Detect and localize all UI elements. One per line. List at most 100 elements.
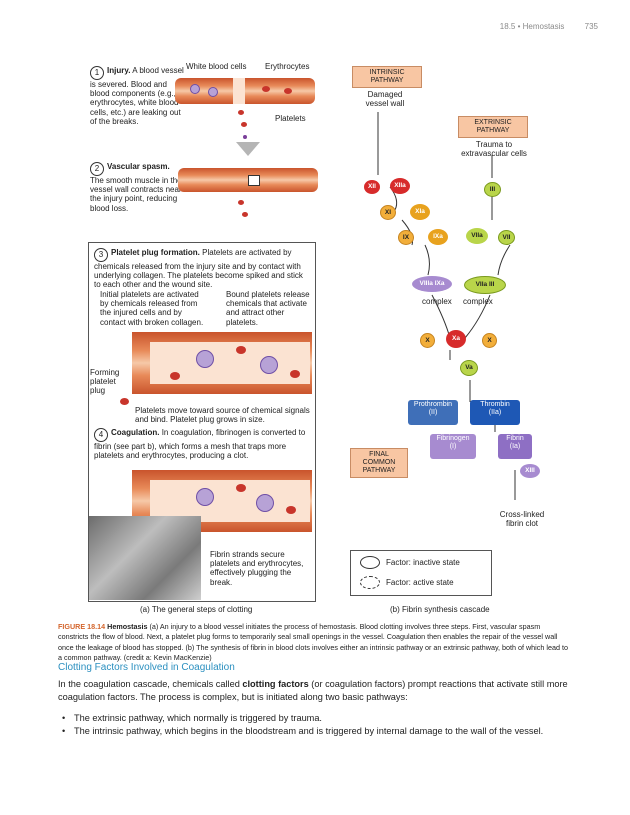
running-header: 18.5 • Hemostasis 735: [500, 22, 598, 31]
step1-number: 1: [90, 66, 104, 80]
label-part-b: (b) Fibrin synthesis cascade: [390, 605, 490, 614]
legend-active: Factor: active state: [386, 578, 454, 587]
platelet-leaking: [243, 135, 247, 139]
erythrocyte: [236, 346, 246, 354]
figure-caption: FIGURE 18.14 Hemostasis (a) An injury to…: [58, 622, 568, 664]
step2-number: 2: [90, 162, 104, 176]
erythrocyte: [238, 200, 244, 205]
erythrocyte: [284, 88, 292, 94]
bound-platelets-text: Bound platelets release chemicals that a…: [226, 290, 310, 327]
factor-viia-iii-complex: VIIa III: [464, 276, 506, 294]
white-blood-cell: [256, 494, 274, 512]
complex-label-2: complex: [463, 297, 493, 306]
final-common-pathway-label: FINAL COMMON PATHWAY: [350, 448, 408, 479]
erythrocyte-leaking: [238, 110, 244, 115]
bullet-item: The intrinsic pathway, which begins in t…: [58, 725, 578, 739]
factor-vii: VII: [498, 230, 515, 245]
fibrin-sub: (Ia): [509, 443, 521, 451]
label-erythrocytes: Erythrocytes: [265, 62, 310, 71]
intrinsic-pathway-label: INTRINSIC PATHWAY: [352, 66, 422, 89]
thrombin-label: Thrombin: [480, 401, 510, 408]
detail-box: [88, 242, 316, 602]
erythrocyte: [242, 212, 248, 217]
step4-body: In coagulation, fibrinogen is converted …: [94, 428, 306, 461]
prothrombin-label: Prothrombin: [413, 401, 453, 408]
fibrin-strands-text: Fibrin strands secure platelets and eryt…: [210, 550, 304, 587]
step4-title: Coagulation.: [111, 428, 160, 437]
erythrocyte-leaking: [241, 122, 247, 127]
trauma-text: Trauma to extravascular cells: [461, 140, 527, 159]
step3-title: Platelet plug formation.: [111, 248, 200, 257]
fibrin-label: Fibrin: [506, 435, 524, 442]
header-section: 18.5 • Hemostasis: [499, 22, 565, 31]
step1-body: A blood vessel is severed. Blood and blo…: [90, 66, 184, 126]
erythrocyte: [286, 506, 296, 514]
step3-number: 3: [94, 248, 108, 262]
forming-plug-label: Forming platelet plug: [90, 368, 120, 396]
white-blood-cell: [208, 87, 218, 97]
step2-title: Vascular spasm.: [107, 162, 170, 171]
figure-number: FIGURE 18.14: [58, 622, 106, 631]
paragraph-after: (or coagulation factors) prompt reaction…: [58, 679, 568, 703]
fibrinogen-sub: (I): [449, 443, 457, 451]
legend-box: [350, 550, 492, 596]
label-part-a: (a) The general steps of clotting: [140, 605, 253, 614]
white-blood-cell: [260, 356, 278, 374]
factor-x-right: X: [482, 333, 497, 348]
bullet-list: The extrinsic pathway, which normally is…: [58, 712, 578, 739]
micrograph-image: [89, 516, 201, 600]
platelets-move-text: Platelets move toward source of chemical…: [135, 406, 310, 425]
fibrinogen-box: Fibrinogen (I): [430, 434, 476, 459]
prothrombin-box: Prothrombin (II): [408, 400, 458, 425]
figure-title: Hemostasis: [107, 622, 148, 631]
initial-platelets-text: Initial platelets are activated by chemi…: [100, 290, 204, 327]
label-white-blood-cells: White blood cells: [186, 62, 247, 71]
erythrocyte: [236, 484, 246, 492]
vessel-break: [233, 78, 245, 104]
factor-xa: Xa: [446, 330, 466, 348]
factor-viia: VIIa: [466, 228, 488, 244]
erythrocyte: [290, 370, 300, 378]
step3-body: Platelets are activated by chemicals rel…: [94, 248, 303, 290]
factor-viii-ixa-complex: VIIIa IXa: [412, 276, 452, 292]
step4-number: 4: [94, 428, 108, 442]
step1-title: Injury.: [107, 66, 131, 75]
fibrinogen-label: Fibrinogen: [436, 435, 470, 442]
white-blood-cell: [196, 350, 214, 368]
crosslinked-text: Cross-linked fibrin clot: [499, 510, 545, 529]
complex-label-1: complex: [422, 297, 452, 306]
factor-iii: III: [484, 182, 501, 197]
factor-xii: XII: [364, 180, 380, 194]
vessel-lumen-clot: [150, 480, 310, 522]
step2-body: The smooth muscle in the vessel wall con…: [90, 176, 182, 213]
inactive-state-icon: [360, 556, 380, 569]
factor-xiia: XIIa: [390, 178, 410, 194]
label-platelets: Platelets: [275, 114, 306, 123]
thrombin-box: Thrombin (IIa): [470, 400, 520, 425]
factor-ix: IX: [398, 230, 414, 245]
prothrombin-sub: (II): [428, 409, 438, 417]
section-heading: Clotting Factors Involved in Coagulation: [58, 662, 235, 673]
legend-inactive: Factor: inactive state: [386, 558, 460, 567]
factor-ixa: IXa: [428, 229, 448, 245]
body-paragraph: In the coagulation cascade, chemicals ca…: [58, 678, 573, 705]
active-state-icon: [360, 576, 380, 589]
factor-va: Va: [460, 360, 478, 376]
paragraph-before: In the coagulation cascade, chemicals ca…: [58, 679, 243, 689]
white-blood-cell: [196, 488, 214, 506]
bullet-item: The extrinsic pathway, which normally is…: [58, 712, 578, 726]
page-number: 735: [584, 22, 598, 31]
factor-x-left: X: [420, 333, 435, 348]
erythrocyte: [120, 398, 129, 405]
erythrocyte: [262, 86, 270, 92]
factor-xiii: XIII: [520, 464, 540, 478]
damaged-vessel-text: Damaged vessel wall: [365, 90, 405, 109]
factor-xia: XIa: [410, 204, 430, 220]
white-blood-cell: [190, 84, 200, 94]
fibrin-box: Fibrin (Ia): [498, 434, 532, 459]
figure-caption-text: (a) An injury to a blood vessel initiate…: [58, 622, 568, 663]
